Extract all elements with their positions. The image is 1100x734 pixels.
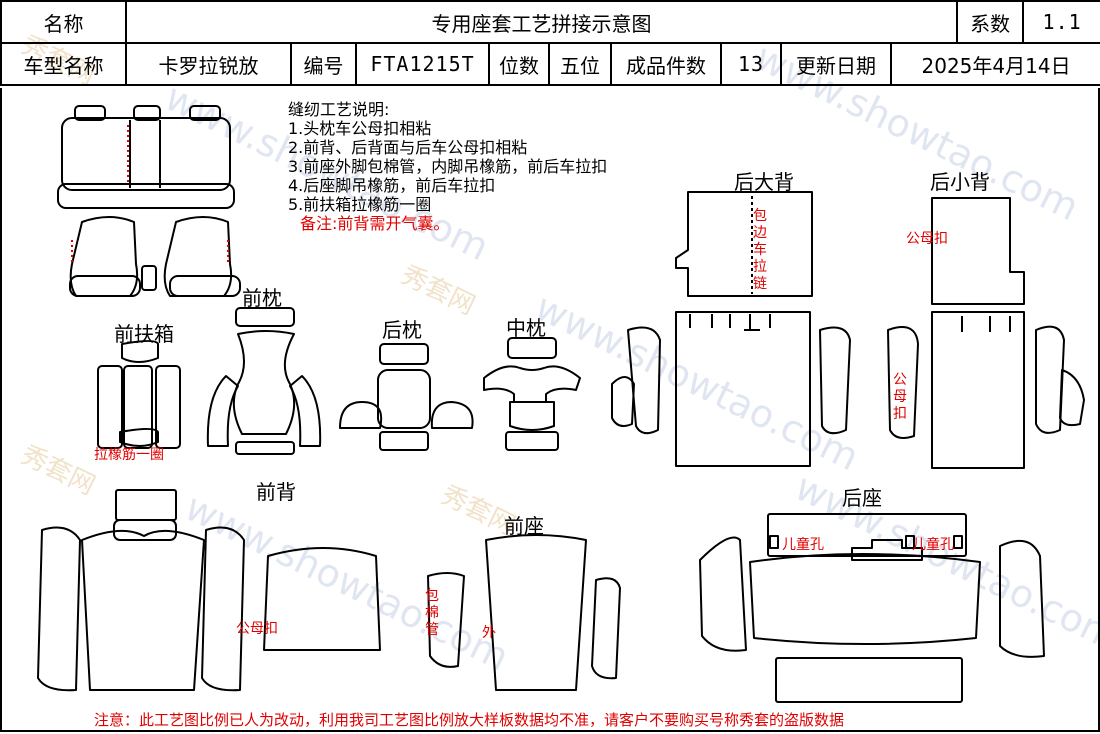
seats-value: 五位 [548, 42, 612, 86]
annotation-foam-tube: 包棉管 [425, 588, 439, 638]
coef-label: 系数 [956, 0, 1025, 44]
note-item: 5.前扶箱拉橡筋一圈 [288, 195, 432, 214]
note-item: 4.后座脚吊橡筋，前后车拉扣 [288, 176, 496, 195]
annotation-snap-small-back: 公母扣 [906, 231, 948, 247]
label-rear-small-back: 后小背 [930, 170, 990, 194]
label-front-back: 前背 [256, 480, 296, 504]
footer-warning: 注意：此工艺图比例已人为改动，利用我司工艺图比例放大样板数据均不准，请客户不要购… [94, 711, 845, 729]
pieces-value: 13 [720, 42, 782, 86]
front-seat-thumbnail [69, 216, 241, 297]
label-rear-headrest: 后枕 [382, 318, 422, 342]
annotation-snap-front-back: 公母扣 [236, 621, 278, 637]
rear-bench-thumbnail [57, 105, 235, 209]
annotation-child-hole-left: 儿童孔 [782, 537, 824, 553]
label-front-seat: 前座 [504, 514, 544, 538]
label-rear-seat: 后座 [842, 486, 882, 510]
coef-value: 1.1 [1022, 0, 1100, 44]
header-table: 名称 专用座套工艺拼接示意图 系数 1.1 车型名称 卡罗拉锐放 编号 FTA1… [0, 0, 1100, 86]
notes-remark: 备注:前背需开气囊。 [300, 214, 450, 233]
label-front-headrest: 前枕 [242, 286, 282, 310]
rear-seat-parts [699, 513, 1045, 703]
note-item: 2.前背、后背面与后车公母扣相粘 [288, 138, 528, 157]
label-mid-headrest: 中枕 [506, 316, 546, 340]
note-item: 1.头枕车公母扣相粘 [288, 119, 432, 138]
seats-label: 位数 [488, 42, 550, 86]
rear-headrest-parts [339, 343, 474, 451]
front-back-parts [37, 489, 381, 692]
front-headrest-parts [206, 307, 322, 455]
rear-small-back-parts [887, 197, 1085, 469]
annotation-zipper: 包边车拉链 [753, 208, 767, 292]
front-seat-parts [427, 534, 621, 691]
date-label: 更新日期 [780, 42, 892, 86]
notes-title: 缝纫工艺说明: [288, 100, 390, 119]
annotation-child-hole-right: 儿童孔 [912, 537, 954, 553]
name-label: 名称 [0, 0, 127, 44]
annotation-armrest-elastic: 拉橡筋一圈 [94, 447, 164, 463]
rear-big-back-parts [611, 191, 851, 467]
code-label: 编号 [290, 42, 357, 86]
label-rear-big-back: 后大背 [734, 170, 794, 194]
middle-headrest-parts [483, 337, 581, 451]
sewing-notes: 缝纫工艺说明: 1.头枕车公母扣相粘 2.前背、后背面与后车公母扣相粘 3.前座… [288, 100, 607, 233]
front-armrest-parts [97, 340, 181, 449]
date-value: 2025年4月14日 [889, 42, 1100, 86]
annotation-outer: 外 [482, 625, 496, 641]
annotation-snap-side: 公母扣 [893, 372, 907, 422]
note-item: 3.前座外脚包棉管，内脚吊橡筋，前后车拉扣 [288, 157, 608, 176]
drawing-frame [0, 88, 1100, 732]
model-value: 卡罗拉锐放 [125, 42, 292, 86]
model-label: 车型名称 [0, 42, 127, 86]
pieces-label: 成品件数 [610, 42, 722, 86]
code-value: FTA1215T [355, 42, 490, 86]
sheet-title: 专用座套工艺拼接示意图 [124, 0, 959, 44]
label-front-armrest: 前扶箱 [114, 322, 174, 346]
